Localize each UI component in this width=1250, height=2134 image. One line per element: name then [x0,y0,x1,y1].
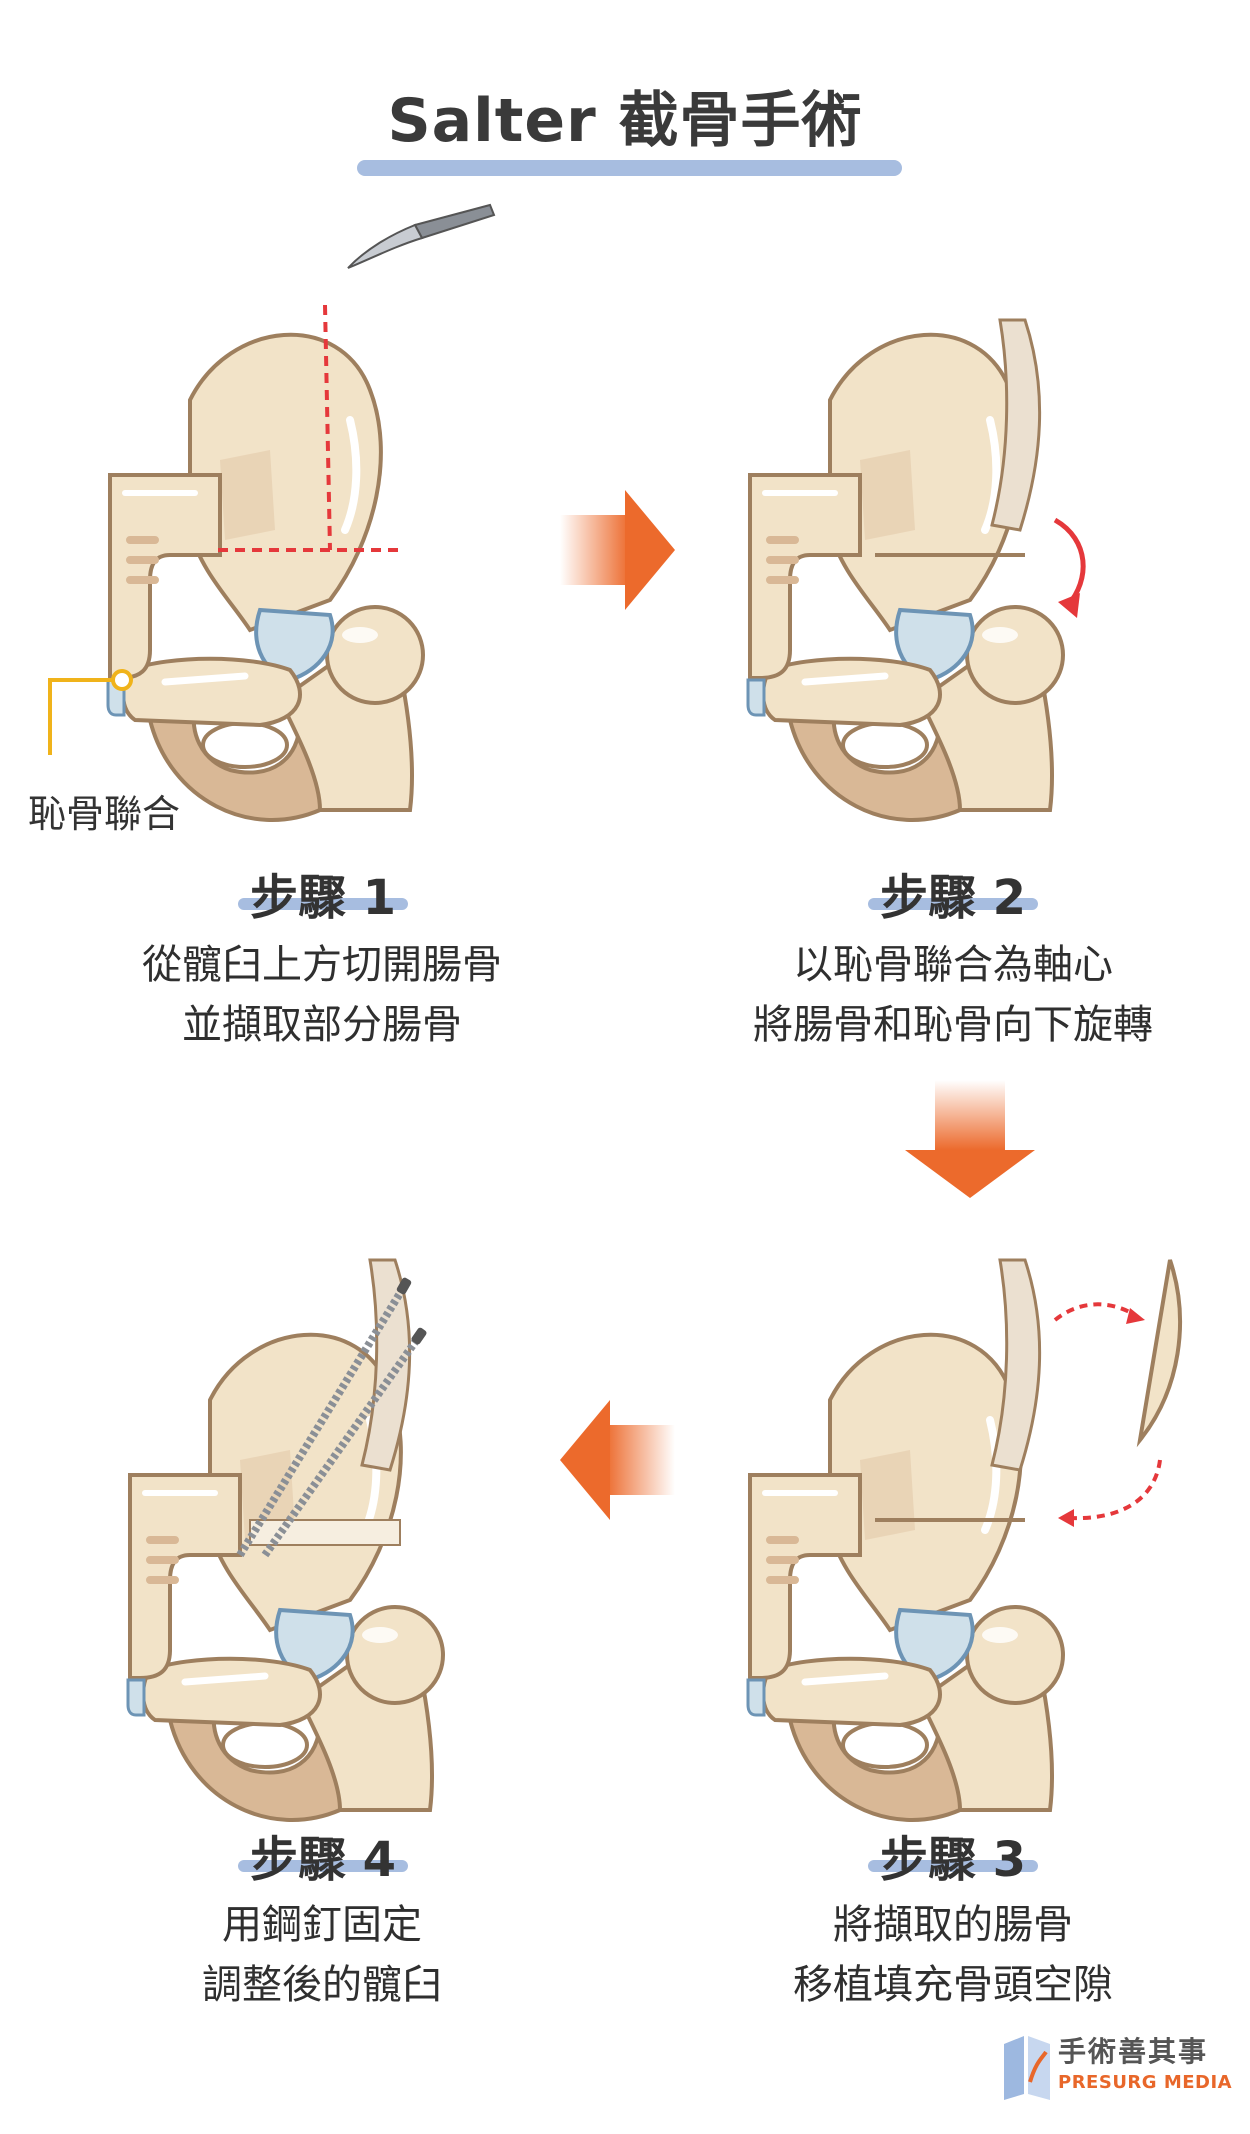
brand-logo [1000,2028,1230,2108]
brand-name-en: PRESURG MEDIA [1058,2072,1233,2093]
fixation-pins-icon [236,1277,427,1558]
step3-desc-line1: 將擷取的腸骨 [833,1902,1073,1948]
arrow-down-icon [905,1080,1035,1198]
step3-illustration [670,1258,1182,1840]
step3-heading: 步驟 3 [879,1832,1027,1888]
scalpel-icon [347,203,496,269]
rotate-arrow [1053,517,1086,607]
step4-heading: 步驟 4 [249,1832,397,1888]
step4-desc-line1: 用鋼釘固定 [222,1902,422,1948]
pubic-pointer [48,669,133,755]
step4-illustration [40,1258,560,1840]
step3-desc-line2: 移植填充骨頭空隙 [793,1962,1113,2008]
brand-name-zh: 手術善其事 [1058,2035,1209,2068]
title-underline [357,160,902,176]
step4-underline [238,1860,408,1872]
step2-desc-line2: 將腸骨和恥骨向下旋轉 [753,1002,1153,1048]
arrow-right-icon [560,490,675,610]
step1-desc-line1: 從髖臼上方切開腸骨 [142,942,502,988]
step2-heading: 步驟 2 [879,870,1027,926]
step1-underline [238,898,408,910]
arrow-left-icon [560,1400,675,1520]
step2-underline [868,898,1038,910]
bone-graft [1136,1259,1182,1448]
page-title: Salter 截骨手術 [387,86,863,156]
step3-underline [868,1860,1038,1872]
vertical-cut-line [323,304,332,551]
step4-desc-line2: 調整後的髖臼 [202,1962,442,2008]
step1-heading: 步驟 1 [249,870,397,926]
brand-book-icon [1004,2036,1050,2100]
pubic-symphysis-label: 恥骨聯合 [28,792,181,836]
step2-illustration [670,318,1086,840]
step2-desc-line1: 以恥骨聯合為軸心 [793,942,1113,988]
step1-illustration [48,203,496,840]
step1-desc-line2: 並擷取部分腸骨 [182,1002,462,1048]
